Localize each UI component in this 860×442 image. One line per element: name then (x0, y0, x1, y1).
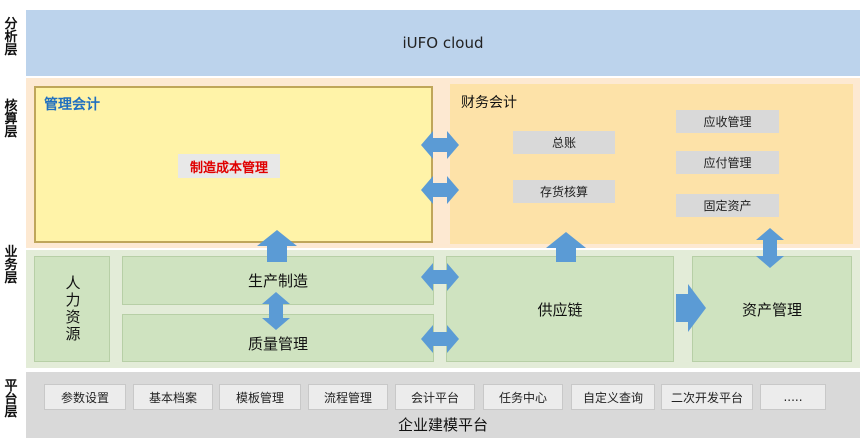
platform-title: 企业建模平台 (397, 416, 488, 434)
platform-item-secondary-development: 二次开发平台 (661, 384, 753, 410)
supply-chain: 供应链 (446, 256, 674, 362)
manufacturing-cost-management: 制造成本管理 (178, 154, 280, 178)
supply-chain-label: 供应链 (537, 300, 583, 319)
accounts-receivable: 应收管理 (676, 110, 779, 133)
financial-accounting-panel (450, 84, 853, 244)
platform-item-more: ..... (760, 384, 826, 410)
human-resources-label: 人力资源 (63, 275, 82, 343)
platform-item-task-center: 任务中心 (483, 384, 563, 410)
platform-item-accounting-platform: 会计平台 (395, 384, 475, 410)
analysis-title: iUFO cloud (402, 34, 484, 52)
right-arrow-icon (676, 284, 706, 332)
up-arrow-icon (257, 230, 297, 262)
human-resources: 人力资源 (34, 256, 110, 362)
quality-management-label: 质量管理 (247, 334, 308, 353)
production-manufacturing-label: 生产制造 (247, 272, 308, 290)
layer-label-business: 业务层 (4, 245, 18, 286)
platform-item-basic-archives: 基本档案 (133, 384, 213, 410)
double-arrow-icon (421, 263, 459, 291)
asset-management: 资产管理 (692, 256, 852, 362)
general-ledger: 总账 (513, 131, 615, 154)
double-arrow-icon (421, 176, 459, 204)
double-arrow-icon (421, 325, 459, 353)
inventory-accounting: 存货核算 (513, 180, 615, 203)
platform-item-custom-query: 自定义查询 (571, 384, 655, 410)
vertical-double-arrow-icon (756, 228, 784, 268)
layer-label-core: 核算层 (4, 99, 18, 140)
up-arrow-icon (546, 232, 586, 262)
management-accounting-title: 管理会计 (44, 97, 100, 113)
platform-item-process-management: 流程管理 (308, 384, 388, 410)
analysis-layer: iUFO cloud (26, 10, 860, 76)
financial-accounting-title: 财务会计 (461, 95, 517, 111)
platform-item-template-management: 模板管理 (219, 384, 301, 410)
layer-label-analysis: 分析层 (4, 17, 18, 58)
fixed-assets: 固定资产 (676, 194, 779, 217)
double-arrow-icon (421, 131, 459, 159)
platform-item-parameter-settings: 参数设置 (44, 384, 126, 410)
asset-management-label: 资产管理 (741, 300, 802, 319)
layer-label-platform: 平台层 (4, 379, 18, 420)
accounts-payable: 应付管理 (676, 151, 779, 174)
vertical-double-arrow-icon (262, 292, 290, 330)
